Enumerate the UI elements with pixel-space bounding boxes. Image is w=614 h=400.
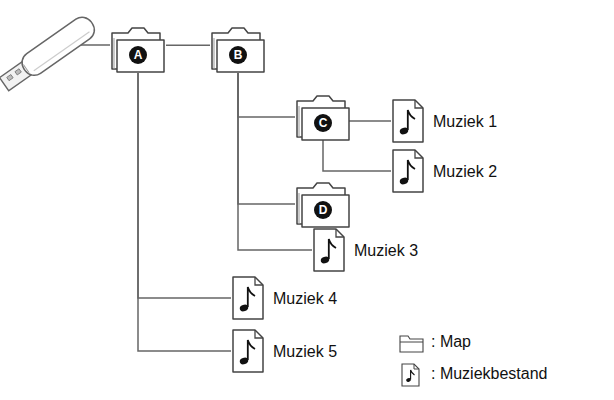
file-label-holder: Muziek 2 [433, 162, 497, 181]
badge-holder: D [295, 186, 351, 234]
folder-node: C [295, 93, 351, 141]
usb-stick [0, 13, 99, 94]
node-outline [231, 275, 265, 321]
file-name: Muziek 5 [273, 342, 337, 361]
tree-connector [238, 73, 295, 204]
file-name: Muziek 4 [273, 289, 337, 308]
file-label-holder: Muziek 3 [354, 241, 418, 260]
node-outline [231, 328, 265, 374]
file-name: Muziek 1 [433, 112, 497, 131]
usb-lead [81, 44, 110, 46]
badge-holder: A [110, 31, 166, 79]
file-label-holder: Muziek 1 [433, 112, 497, 131]
node-outline [391, 98, 425, 144]
folder-letter: A [129, 46, 147, 64]
badge-holder: B [210, 31, 266, 79]
folder-node: D [295, 180, 351, 228]
file-name: Muziek 2 [433, 162, 497, 181]
music-file-node: Muziek 4 [231, 275, 337, 321]
legend-file-icon [402, 364, 419, 386]
music-file-node: Muziek 2 [391, 148, 497, 194]
node-outline [312, 227, 346, 273]
badge-holder: C [295, 99, 351, 147]
legend-text: : Muziekbestand [431, 364, 548, 384]
tree-connector [323, 141, 391, 171]
tree-connector [166, 44, 210, 46]
folder-node: B [210, 25, 266, 73]
node-outline [391, 148, 425, 194]
folder-letter: B [229, 46, 247, 64]
tree-connector [138, 73, 231, 298]
tree-connector [138, 73, 231, 351]
music-file-node: Muziek 1 [391, 98, 497, 144]
music-file-node: Muziek 3 [312, 227, 418, 273]
tree-connector [238, 73, 295, 117]
folder-letter: C [314, 114, 332, 132]
folder-node: A [110, 25, 166, 73]
legend-folder-icon [400, 336, 423, 352]
music-file-node: Muziek 5 [231, 328, 337, 374]
folder-letter: D [314, 201, 332, 219]
legend-text: : Map [431, 332, 471, 352]
file-label-holder: Muziek 5 [273, 342, 337, 361]
file-name: Muziek 3 [354, 241, 418, 260]
file-label-holder: Muziek 4 [273, 289, 337, 308]
